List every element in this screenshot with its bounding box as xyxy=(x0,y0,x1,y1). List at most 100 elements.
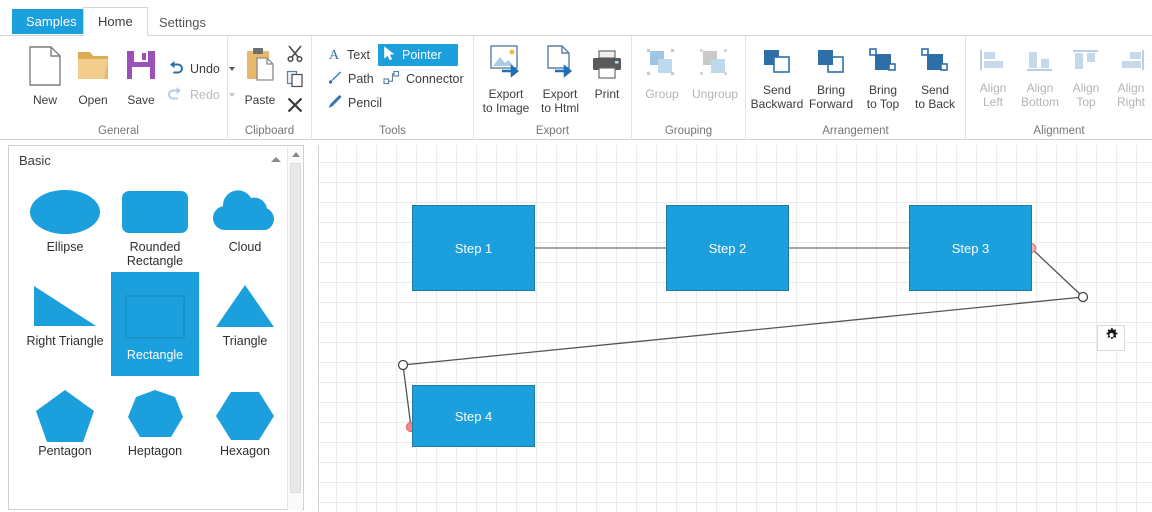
pencil-tool-button[interactable]: Pencil xyxy=(322,92,387,114)
palette-item-pentagon[interactable]: Pentagon xyxy=(21,388,109,474)
export-to-image-label: Export to Image xyxy=(482,87,530,115)
cut-button[interactable] xyxy=(286,44,304,67)
redo-button[interactable]: Redo xyxy=(162,84,240,106)
ribbon-group-grouping: Group Ungroup Grouping xyxy=(632,36,746,140)
shape-palette-panel: Basic Ellipse Rounded Rectangle xyxy=(8,145,304,510)
ungroup-button[interactable]: Ungroup xyxy=(688,48,742,102)
node-step-4[interactable]: Step 4 xyxy=(412,385,535,447)
paste-button[interactable]: Paste xyxy=(234,46,286,108)
floppy-disk-icon xyxy=(124,46,158,91)
tab-home[interactable]: Home xyxy=(83,7,148,36)
printer-icon xyxy=(591,50,623,85)
connector-settings-button[interactable] xyxy=(1097,325,1125,351)
bring-forward-button[interactable]: Bring Forward xyxy=(804,48,858,111)
export-to-image-button[interactable]: Export to Image xyxy=(478,44,534,115)
node-label: Step 2 xyxy=(708,240,747,256)
send-to-back-label: Send to Back xyxy=(914,83,956,111)
ribbon-group-export: Export to Image Export to Html xyxy=(474,36,632,140)
cloud-shape-icon xyxy=(201,184,289,240)
send-to-back-icon xyxy=(920,48,950,81)
palette-item-rectangle[interactable]: Rectangle xyxy=(111,272,199,376)
send-to-back-button[interactable]: Send to Back xyxy=(908,48,962,111)
new-button[interactable]: New xyxy=(18,46,72,108)
pointer-tool-label: Pointer xyxy=(402,48,442,62)
connector-step3-step4[interactable] xyxy=(402,247,1085,428)
palette-item-ellipse[interactable]: Ellipse xyxy=(21,184,109,270)
palette-item-triangle[interactable]: Triangle xyxy=(201,278,289,364)
palette-section-header[interactable]: Basic xyxy=(9,146,303,174)
palette-item-hexagon[interactable]: Hexagon xyxy=(201,388,289,474)
align-right-label: Align Right xyxy=(1116,81,1145,109)
tab-samples[interactable]: Samples xyxy=(12,9,91,34)
ribbon-group-general: New Open xyxy=(10,36,235,140)
clipboard-icon xyxy=(243,46,277,91)
gear-icon xyxy=(1103,327,1120,349)
group-button-label: Group xyxy=(645,87,679,101)
tab-settings[interactable]: Settings xyxy=(145,8,220,36)
ungroup-button-label: Ungroup xyxy=(691,87,739,101)
connector-bend-handle-1[interactable] xyxy=(1077,291,1089,303)
connector-bend-handle-2[interactable] xyxy=(397,359,409,371)
scroll-up-arrow-icon[interactable] xyxy=(292,152,300,157)
align-left-button[interactable]: Align Left xyxy=(970,48,1016,109)
rectangle-shape-icon xyxy=(111,286,199,348)
new-button-label: New xyxy=(32,93,57,107)
path-tool-button[interactable]: Path xyxy=(322,68,379,90)
palette-shape-grid: Ellipse Rounded Rectangle Cloud xyxy=(15,176,285,506)
align-bottom-icon xyxy=(1025,48,1055,79)
connector-tool-label: Connector xyxy=(406,72,464,86)
open-button[interactable]: Open xyxy=(66,46,120,108)
bring-to-top-button[interactable]: Bring to Top xyxy=(858,48,908,111)
send-backward-button[interactable]: Send Backward xyxy=(750,48,804,111)
palette-scrollbar-thumb[interactable] xyxy=(290,163,301,493)
align-left-icon xyxy=(978,48,1008,79)
copy-icon xyxy=(286,70,304,93)
node-step-3[interactable]: Step 3 xyxy=(909,205,1032,291)
palette-item-label: Ellipse xyxy=(46,240,84,254)
pen-nib-icon xyxy=(327,70,342,88)
align-right-button[interactable]: Align Right xyxy=(1108,48,1152,109)
ribbon: New Open xyxy=(0,36,1152,140)
diagram-canvas[interactable]: Step 1 Step 2 Step 3 Step 4 xyxy=(318,145,1152,512)
heptagon-shape-icon xyxy=(111,388,199,444)
node-step-2[interactable]: Step 2 xyxy=(666,205,789,291)
undo-button[interactable]: Undo xyxy=(162,58,240,80)
export-to-html-button[interactable]: Export to Html xyxy=(532,44,588,115)
text-tool-button[interactable]: A Text xyxy=(322,44,375,66)
palette-item-rounded-rectangle[interactable]: Rounded Rectangle xyxy=(111,184,199,270)
group-icon xyxy=(645,48,679,85)
pointer-tool-button[interactable]: Pointer xyxy=(378,44,458,66)
palette-item-cloud[interactable]: Cloud xyxy=(201,184,289,270)
copy-button[interactable] xyxy=(286,70,304,93)
connector-layer xyxy=(397,242,1089,433)
align-top-button[interactable]: Align Top xyxy=(1064,48,1108,109)
palette-item-label: Pentagon xyxy=(38,444,92,458)
align-bottom-label: Align Bottom xyxy=(1020,81,1059,109)
align-bottom-button[interactable]: Align Bottom xyxy=(1016,48,1064,109)
bring-forward-label: Bring Forward xyxy=(808,83,853,111)
close-x-icon xyxy=(286,96,304,119)
tab-home-label: Home xyxy=(98,14,133,29)
align-top-label: Align Top xyxy=(1072,81,1100,109)
undo-dropdown-chevron-icon[interactable] xyxy=(228,67,235,71)
palette-item-heptagon[interactable]: Heptagon xyxy=(111,388,199,474)
palette-item-label: Rounded Rectangle xyxy=(126,240,184,268)
ribbon-group-clipboard-label: Clipboard xyxy=(244,125,295,137)
delete-button[interactable] xyxy=(286,96,304,119)
chevron-up-icon[interactable] xyxy=(271,157,281,162)
pentagon-shape-icon xyxy=(21,388,109,444)
connector-tool-button[interactable]: Connector xyxy=(378,68,469,90)
palette-scrollbar[interactable] xyxy=(287,147,302,510)
letter-a-icon: A xyxy=(327,46,341,64)
send-backward-label: Send Backward xyxy=(750,83,804,111)
rounded-rectangle-shape-icon xyxy=(111,184,199,240)
ribbon-group-tools-label: Tools xyxy=(379,125,406,137)
group-button[interactable]: Group xyxy=(636,48,688,102)
redo-dropdown-chevron-icon[interactable] xyxy=(228,93,235,97)
print-button[interactable]: Print xyxy=(586,50,628,102)
palette-item-right-triangle[interactable]: Right Triangle xyxy=(21,278,109,376)
save-button[interactable]: Save xyxy=(114,46,168,108)
open-button-label: Open xyxy=(78,93,108,107)
ribbon-group-export-label: Export xyxy=(535,125,570,137)
node-step-1[interactable]: Step 1 xyxy=(412,205,535,291)
